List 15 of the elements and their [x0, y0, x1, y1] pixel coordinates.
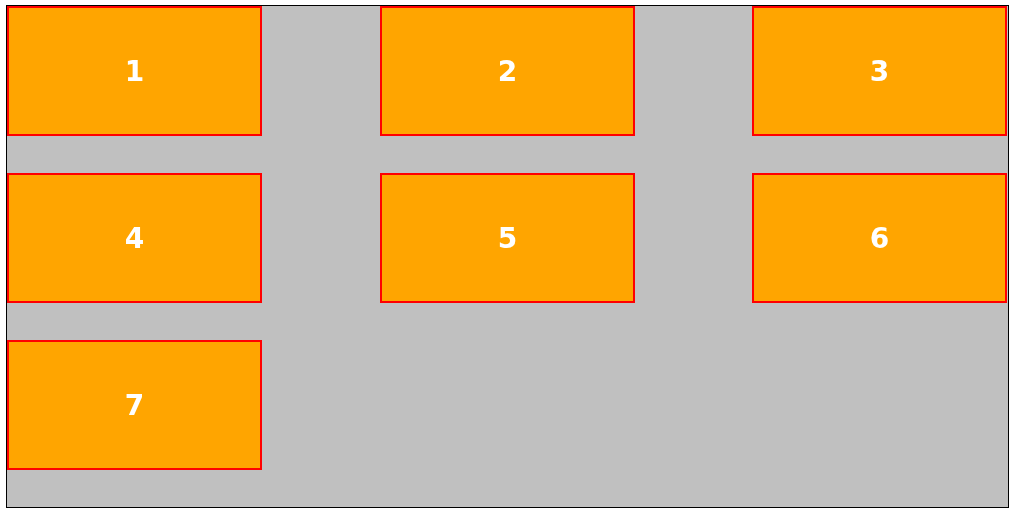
item-number: 4: [124, 221, 145, 255]
item-number: 6: [869, 221, 890, 255]
item-number: 2: [497, 54, 518, 88]
flex-item-box: [7, 340, 262, 470]
flex-item-box: [752, 6, 1007, 136]
flex-item-box: [752, 173, 1007, 303]
flex-item-box: [7, 173, 262, 303]
flex-container: [6, 5, 1009, 508]
item-number: 5: [497, 221, 518, 255]
item-number: 7: [124, 388, 145, 422]
item-number: 3: [869, 54, 890, 88]
flex-item-box: [380, 6, 635, 136]
flex-item-box: [7, 6, 262, 136]
item-number: 1: [124, 54, 145, 88]
flex-item-box: [380, 173, 635, 303]
